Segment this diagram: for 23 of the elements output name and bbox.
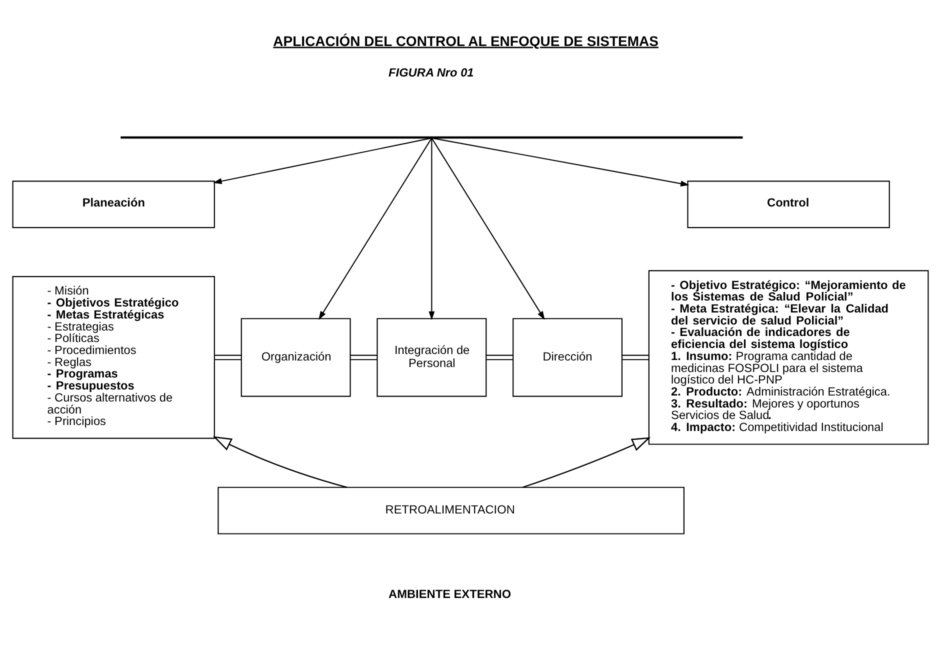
node-box: - Objetivo Estratégico: “Mejoramiento de los Sistemas de Salud Policial” - Meta Estratégica: “Elevar la Calidad del servicio de salud Policial” - Evaluación de indicadores de eficiencia del sistema logístico 1. Insumo: Programa cantidad de medicinas FOSPOLI para el sistema logístico del HC-PNP 2. Producto: Administración Estratégica. 3. Resultado: Mejores y oportunos Servicios de Salud. 4. Impacto: Competitividad Institucional xyxy=(648,270,929,444)
arrow xyxy=(522,436,651,488)
arrow xyxy=(212,436,348,488)
arrow xyxy=(431,137,545,320)
arrow xyxy=(432,137,690,186)
connector xyxy=(622,354,649,360)
node-bar xyxy=(120,136,743,138)
connector xyxy=(350,354,378,360)
node-box: RETROALIMENTACION xyxy=(218,486,685,534)
arrow xyxy=(318,137,432,320)
arrow xyxy=(213,137,432,184)
node-box: Dirección xyxy=(512,318,623,396)
node-box: Planeación xyxy=(12,180,215,228)
diagram-title: APLICACIÓN DEL CONTROL AL ENFOQUE DE SISTEMAS xyxy=(273,32,658,48)
arrow xyxy=(428,138,435,320)
connector xyxy=(486,354,513,360)
label: FIGURA Nro 01 xyxy=(388,64,474,79)
node-box: Integración de Personal xyxy=(376,318,487,396)
node-box: Organización xyxy=(240,318,351,396)
connector xyxy=(214,354,242,360)
node-box: Control xyxy=(687,180,890,228)
label: AMBIENTE EXTERNO xyxy=(388,586,512,601)
node-box: - Misión - Objetivos Estratégico - Metas Estratégicas - Estrategias - Políticas - Procedimientos - Reglas - Programas - Presupuestos - Cursos alternativos de acción - Principios xyxy=(12,276,215,438)
